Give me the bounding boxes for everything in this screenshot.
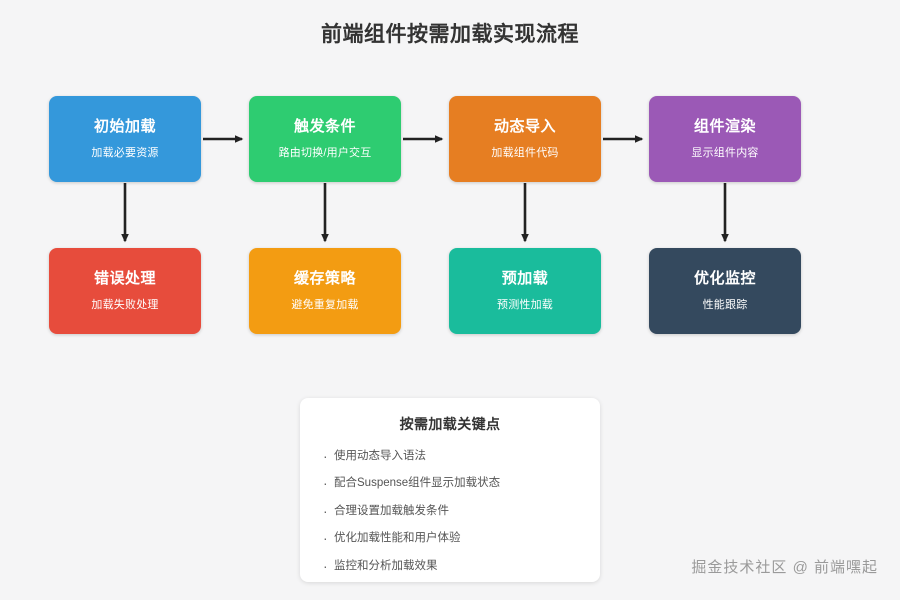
flow-node-title: 缓存策略 bbox=[293, 269, 356, 287]
key-points-card: 按需加载关键点 使用动态导入语法 配合Suspense组件显示加载状态 合理设置… bbox=[300, 398, 600, 582]
list-item: 监控和分析加载效果 bbox=[322, 557, 578, 575]
flow-node-subtitle: 加载失败处理 bbox=[91, 298, 159, 311]
flow-node-title: 错误处理 bbox=[93, 269, 156, 287]
flow-node-subtitle: 避免重复加载 bbox=[291, 298, 359, 311]
flow-node-title: 组件渲染 bbox=[693, 117, 756, 135]
flow-node-subtitle: 加载必要资源 bbox=[91, 146, 159, 159]
watermark: 掘金技术社区 @ 前端嘿起 bbox=[691, 559, 878, 576]
flow-node-subtitle: 预测性加载 bbox=[497, 298, 553, 311]
flow-node-optimize-monitor[interactable]: 优化监控 性能跟踪 bbox=[649, 248, 801, 334]
flow-node-error-handling[interactable]: 错误处理 加载失败处理 bbox=[49, 248, 201, 334]
key-points-list: 使用动态导入语法 配合Suspense组件显示加载状态 合理设置加载触发条件 优… bbox=[322, 448, 578, 575]
list-item: 优化加载性能和用户体验 bbox=[322, 530, 578, 548]
key-points-title: 按需加载关键点 bbox=[399, 416, 501, 432]
flow-node-subtitle: 性能跟踪 bbox=[702, 298, 748, 311]
flow-node-title: 触发条件 bbox=[293, 117, 356, 135]
flow-node-subtitle: 路由切换/用户交互 bbox=[278, 146, 372, 159]
flow-node-trigger-condition[interactable]: 触发条件 路由切换/用户交互 bbox=[249, 96, 401, 182]
flow-node-component-render[interactable]: 组件渲染 显示组件内容 bbox=[649, 96, 801, 182]
flow-node-preload[interactable]: 预加载 预测性加载 bbox=[449, 248, 601, 334]
flow-node-initial-load[interactable]: 初始加载 加载必要资源 bbox=[49, 96, 201, 182]
page-title: 前端组件按需加载实现流程 bbox=[321, 23, 579, 46]
flow-node-dynamic-import[interactable]: 动态导入 加载组件代码 bbox=[449, 96, 601, 182]
flow-node-subtitle: 加载组件代码 bbox=[491, 146, 559, 159]
flow-node-title: 预加载 bbox=[501, 269, 549, 287]
list-item: 配合Suspense组件显示加载状态 bbox=[322, 475, 578, 493]
flow-node-title: 动态导入 bbox=[493, 117, 556, 135]
flow-node-title: 优化监控 bbox=[693, 269, 756, 287]
flow-node-title: 初始加载 bbox=[93, 117, 156, 135]
flow-node-cache-strategy[interactable]: 缓存策略 避免重复加载 bbox=[249, 248, 401, 334]
list-item: 使用动态导入语法 bbox=[322, 448, 578, 466]
flow-node-subtitle: 显示组件内容 bbox=[691, 146, 759, 159]
list-item: 合理设置加载触发条件 bbox=[322, 503, 578, 521]
